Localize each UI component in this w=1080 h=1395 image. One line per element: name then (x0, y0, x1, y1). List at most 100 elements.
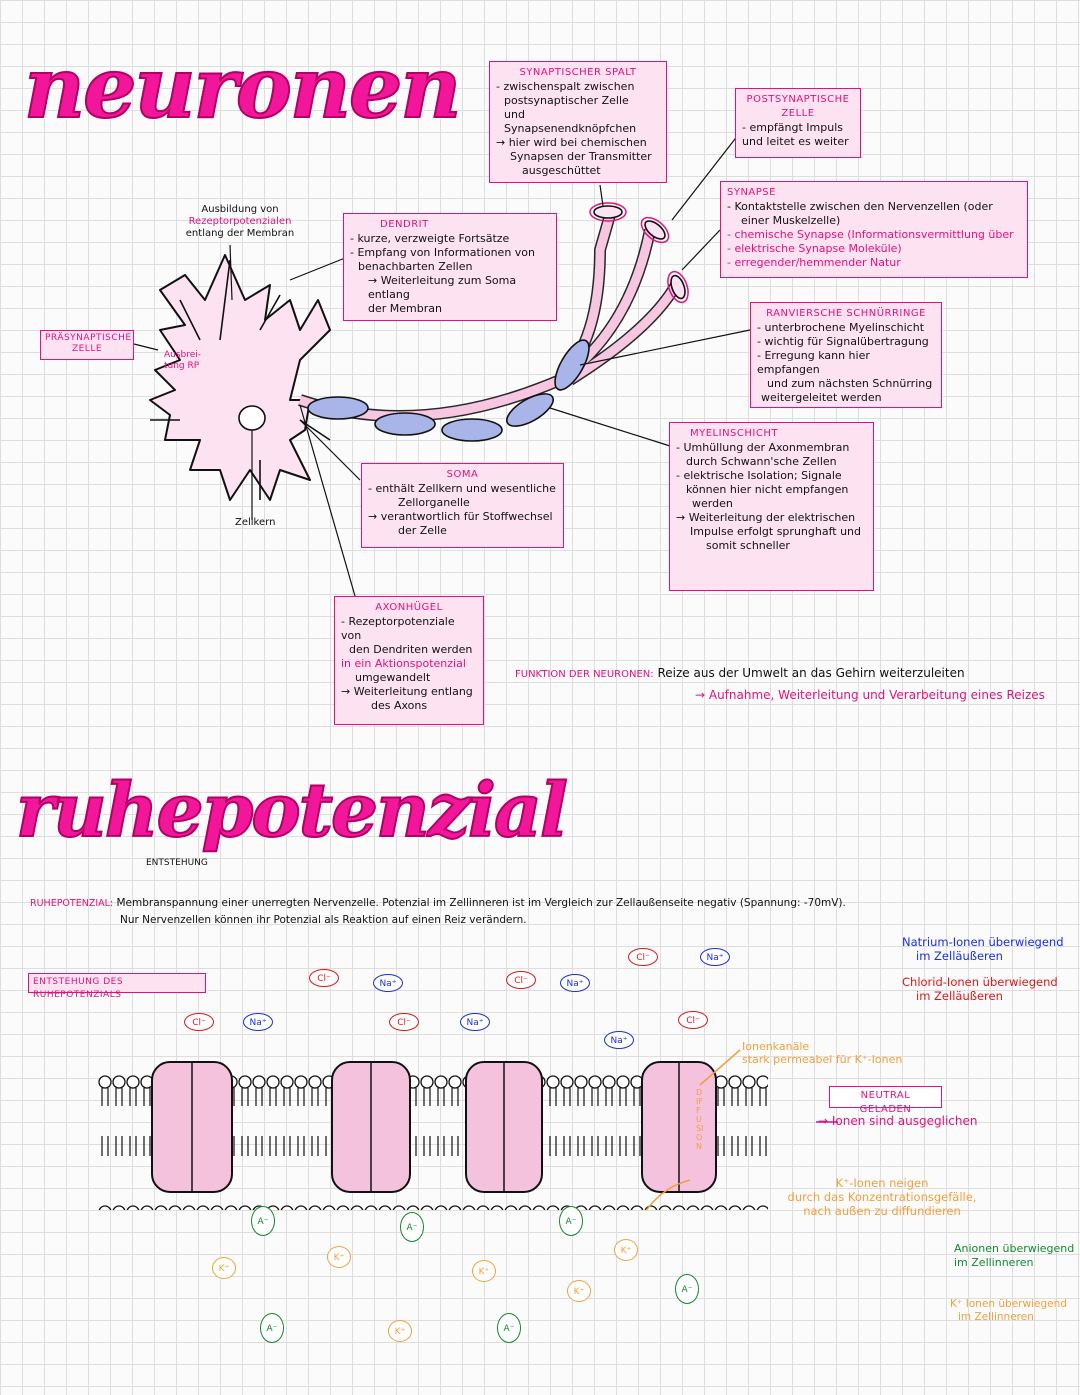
potassium-ion: K⁺ (472, 1260, 496, 1282)
sodium-ion: Na⁺ (243, 1013, 273, 1031)
legend-chloride-line2: im Zelläußeren (916, 989, 1003, 1003)
line: - unterbrochene Myelinschicht (757, 321, 925, 334)
ionenkanaele-title: Ionenkanäle (742, 1040, 810, 1053)
line: postsynaptischer Zelle (504, 94, 629, 107)
ausbreitung-label: Ausbrei-tung RP (164, 350, 202, 371)
line: → Weiterleitung entlang (341, 685, 473, 698)
potassium-ion: K⁺ (567, 1280, 591, 1302)
myelin-sheath (307, 396, 369, 420)
k-neigen-text: K⁺-Ionen neigen durch das Konzentrations… (782, 1176, 982, 1218)
legend-chloride: Chlorid-Ionen überwiegend im Zelläußeren (902, 975, 1058, 1003)
rezeptor-line3: entlang der Membran (185, 228, 295, 239)
anion: A⁻ (251, 1206, 275, 1236)
heading: Synapse (727, 187, 776, 198)
ausgeglichen-text: → Ionen sind ausgeglichen (818, 1114, 978, 1128)
legend-sodium: Natrium-Ionen überwiegend im Zelläußeren (902, 935, 1064, 963)
line: werden (692, 497, 733, 510)
line: und Synapsenendknöpfchen (504, 108, 637, 135)
line: in ein Aktionspotenzial (341, 657, 466, 670)
line: somit schneller (706, 539, 790, 552)
legend-anion-line2: im Zellinneren (954, 1256, 1034, 1269)
synaptischer-spalt-box: Synaptischer Spalt - zwischenspalt zwisc… (489, 61, 667, 183)
zellkern-label: Zellkern (235, 517, 276, 528)
heading: Dendrit (380, 219, 429, 230)
synapse-terminal (670, 274, 686, 300)
line: und leitet es weiter (742, 135, 849, 148)
legend-chloride-line1: Chlorid-Ionen überwiegend (902, 975, 1058, 989)
heading: Myelinschicht (690, 428, 778, 439)
funktion-label: Funktion der Neuronen: (515, 669, 654, 680)
line: - Erregung kann hier empfangen (757, 349, 870, 376)
permeabel-text: stark permeabel für K⁺-Ionen (742, 1053, 903, 1066)
line: → Weiterleitung der elektrischen (676, 511, 856, 524)
line: → hier wird bei chemischen (496, 136, 647, 149)
legend-sodium-line1: Natrium-Ionen überwiegend (902, 935, 1064, 949)
rezeptor-label: Ausbildung von Rezeptorpotenzialen entla… (180, 204, 300, 240)
ruhepotenzial-title: ruhepotenzial (15, 767, 569, 855)
line: - zwischenspalt zwischen (496, 80, 635, 93)
heading: Soma (446, 469, 479, 480)
anion: A⁻ (400, 1212, 424, 1242)
line: umgewandelt (355, 671, 431, 684)
axonhuegel-box: Axonhügel - Rezeptorpotenziale von den D… (334, 596, 484, 725)
synapse-terminal (593, 205, 623, 219)
line: - Kontaktstelle zwischen den Nervenzelle… (727, 200, 993, 213)
definition: Ruhepotenzial: Membranspannung einer une… (30, 895, 846, 928)
myelin-sheath (506, 393, 554, 427)
potassium-ion: K⁺ (327, 1246, 351, 1268)
synapse-terminal (644, 220, 666, 240)
chloride-ion: Cl⁻ (389, 1013, 419, 1031)
myelinschicht-box: Myelinschicht - Umhüllung der Axonmembra… (669, 422, 874, 591)
k-neigen-line3: nach außen zu diffundieren (803, 1204, 961, 1218)
line: der Zelle (398, 524, 447, 537)
k-neigen-line2: durch das Konzentrationsgefälle, (787, 1190, 977, 1204)
line: durch Schwann'sche Zellen (686, 455, 837, 468)
neuronen-title: neuronen (23, 37, 462, 138)
k-neigen-line1: K⁺-Ionen neigen (835, 1176, 929, 1190)
definition-label: Ruhepotenzial: (30, 898, 114, 909)
anion: A⁻ (260, 1313, 284, 1343)
anion: A⁻ (675, 1274, 699, 1304)
legend-potassium-line2: im Zellinneren (958, 1311, 1034, 1323)
heading: Präsynaptische Zelle (45, 333, 132, 354)
line: benachbarten Zellen (358, 260, 473, 273)
funktion-text: Reize aus der Umwelt an das Gehirn weite… (657, 666, 965, 680)
sodium-ion: Na⁺ (460, 1013, 490, 1031)
entstehung-label: Entstehung (146, 858, 208, 868)
myelin-sheath (374, 412, 436, 436)
sodium-ion: Na⁺ (604, 1031, 634, 1049)
line: - Empfang von Informationen von (350, 246, 536, 259)
potassium-ion: K⁺ (614, 1239, 638, 1261)
line: - elektrische Synapse Moleküle) (727, 242, 902, 255)
legend-anion-line1: Anionen überwiegend (954, 1242, 1075, 1255)
legend-sodium-line2: im Zelläußeren (916, 949, 1003, 963)
chloride-ion: Cl⁻ (678, 1011, 708, 1029)
sodium-ion: Na⁺ (373, 974, 403, 992)
entstehung-box: Entstehung des Ruhepotenzials (28, 973, 206, 1000)
line: - Rezeptorpotenziale von (341, 615, 455, 642)
ionenkanaele-label: Ionenkanäle stark permeabel für K⁺-Ionen (742, 1040, 902, 1066)
line: - enthält Zellkern und wesentliche (368, 482, 556, 495)
line: - empfängt Impuls (742, 121, 844, 134)
line: - Umhüllung der Axonmembran (676, 441, 850, 454)
sodium-ion: Na⁺ (560, 974, 590, 992)
definition-line2: Nur Nervenzellen können ihr Potenzial al… (120, 914, 527, 926)
chloride-ion: Cl⁻ (506, 971, 536, 989)
neuron-diagram (133, 129, 751, 597)
zellkern-shape (238, 405, 266, 431)
legend-potassium: K⁺ Ionen überwiegend im Zellinneren (950, 1298, 1067, 1324)
neutral-box: Neutral geladen (829, 1086, 942, 1115)
line: können hier nicht empfangen (686, 483, 849, 496)
diffusion-label: Diffusion (696, 1088, 704, 1151)
line: - kurze, verzweigte Fortsätze (350, 232, 510, 245)
dendrit-box: Dendrit - kurze, verzweigte Fortsätze - … (343, 213, 557, 321)
line: - erregender/hemmender Natur (727, 256, 901, 269)
potassium-ion: K⁺ (388, 1320, 412, 1342)
heading: Synaptischer Spalt (519, 67, 637, 78)
ranvier-box: Ranviersche Schnürringe - unterbrochene … (750, 302, 942, 408)
sodium-ion: Na⁺ (700, 948, 730, 966)
postsynaptische-zelle-box: Postsynaptische Zelle - empfängt Impuls … (735, 88, 861, 158)
legend-potassium-line1: K⁺ Ionen überwiegend (950, 1298, 1067, 1310)
line: → verantwortlich für Stoffwechsel (368, 510, 553, 523)
potassium-ion: K⁺ (212, 1257, 236, 1279)
